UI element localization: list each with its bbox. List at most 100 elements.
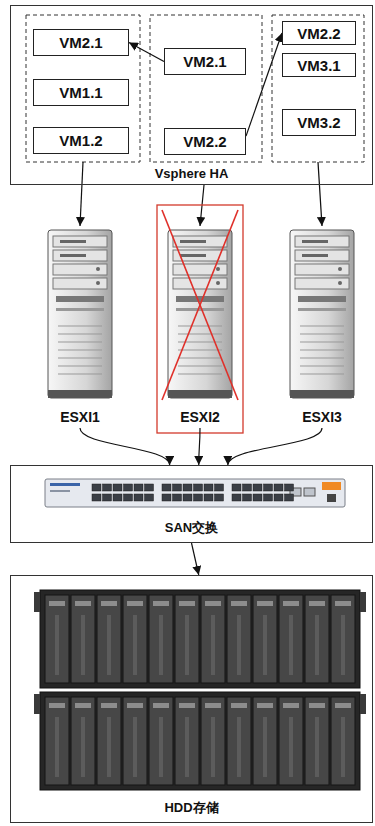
- switch-port: [103, 494, 112, 501]
- drive-bay: [45, 697, 69, 785]
- drive-bay: [175, 697, 199, 785]
- drive-handle: [335, 601, 351, 606]
- drive-bay: [123, 697, 147, 785]
- drive-bay: [97, 697, 121, 785]
- drive-bay: [279, 595, 303, 683]
- node-label: HDD存储: [164, 799, 218, 817]
- switch-port: [194, 484, 203, 491]
- drive-bay: [175, 697, 199, 785]
- drive-handle: [257, 703, 273, 708]
- drive-bay: [227, 697, 251, 785]
- switch-port: [173, 494, 182, 501]
- drive-handle: [179, 601, 195, 606]
- drive-grille: [81, 615, 85, 675]
- drive-bay: [71, 697, 95, 785]
- switch-port: [285, 494, 294, 501]
- drive-grille: [55, 615, 59, 675]
- drive-bay: [305, 697, 329, 785]
- drive-grille: [315, 615, 319, 675]
- drive-bay: [123, 595, 147, 683]
- node-label: Vsphere HA: [155, 166, 229, 181]
- drive-handle: [205, 601, 221, 606]
- drive-bay: [201, 697, 225, 785]
- drive-bay: [149, 697, 173, 785]
- drive-bay: [201, 595, 225, 683]
- drive-handle: [75, 601, 91, 606]
- drive-grille: [341, 717, 345, 777]
- drive-grille: [289, 717, 293, 777]
- vm-label: VM1.1: [59, 84, 102, 101]
- storage-box: HDD存储: [10, 575, 373, 823]
- drive-grille: [237, 615, 241, 675]
- drive-bay: [227, 697, 251, 785]
- drive-bay: [71, 697, 95, 785]
- vm-label: VM3.2: [297, 114, 340, 131]
- switch-badge: [322, 482, 341, 490]
- drive-handle: [153, 601, 169, 606]
- drive-bay: [253, 595, 277, 683]
- drive-grille: [185, 615, 189, 675]
- san-switch: [45, 479, 345, 507]
- drive-handle: [127, 601, 143, 606]
- server-tower: [168, 230, 232, 398]
- switch-port: [253, 494, 262, 501]
- ha-cluster-panel: Vsphere HAVM2.1VM1.1VM1.2VM2.1VM2.2VM2.2…: [10, 5, 373, 185]
- switch-port: [145, 494, 154, 501]
- connector-arrow: [199, 428, 200, 465]
- drive-handle: [127, 703, 143, 708]
- drive-grille: [263, 717, 267, 777]
- switch-port: [183, 494, 192, 501]
- switch-logo: [50, 490, 70, 492]
- drive-handle: [179, 703, 195, 708]
- drive-handle: [231, 601, 247, 606]
- drive-bay: [71, 595, 95, 683]
- drive-bay: [149, 595, 173, 683]
- vm-box: VM3.2: [282, 109, 356, 136]
- switch-port: [253, 484, 262, 491]
- vm-box: VM3.1: [282, 53, 356, 77]
- rack-ear: [360, 592, 366, 612]
- drive-handle: [335, 703, 351, 708]
- switch-logo: [50, 483, 80, 486]
- switch-port: [194, 494, 203, 501]
- vm-box: VM2.2: [282, 21, 356, 45]
- vm-label: VM1.2: [59, 132, 102, 149]
- switch-port: [92, 484, 101, 491]
- switch-port: [232, 494, 241, 501]
- switch-port: [215, 494, 224, 501]
- server-tower: [290, 230, 354, 398]
- switch-port: [173, 484, 182, 491]
- drive-bay: [279, 697, 303, 785]
- drive-handle: [309, 703, 325, 708]
- drive-bay: [331, 697, 355, 785]
- drive-grille: [315, 717, 319, 777]
- vm-label: VM2.2: [297, 25, 340, 42]
- switch-port: [92, 494, 101, 501]
- vm-label: VM2.1: [183, 53, 226, 70]
- drive-bay: [45, 697, 69, 785]
- switch-port: [134, 494, 143, 501]
- switch-port: [124, 484, 133, 491]
- drive-bay: [71, 595, 95, 683]
- connector-arrow: [228, 428, 322, 465]
- drive-bay: [45, 595, 69, 683]
- switch-port: [204, 484, 213, 491]
- disk-array: [34, 590, 366, 790]
- vm-label: VM2.1: [59, 34, 102, 51]
- vm-box: VM2.1: [33, 29, 129, 56]
- drive-grille: [107, 717, 111, 777]
- drive-grille: [159, 717, 163, 777]
- host-arrow: [80, 162, 83, 226]
- drive-bay: [227, 595, 251, 683]
- switch-port: [232, 484, 241, 491]
- drive-bay: [45, 595, 69, 683]
- drive-bay: [279, 595, 303, 683]
- switch-body: [45, 479, 345, 507]
- switch-port: [274, 494, 283, 501]
- drive-bay: [123, 697, 147, 785]
- host-column: [150, 15, 262, 162]
- drive-bay: [201, 697, 225, 785]
- switch-port: [162, 484, 171, 491]
- drive-bay: [97, 595, 121, 683]
- switch-port: [162, 494, 171, 501]
